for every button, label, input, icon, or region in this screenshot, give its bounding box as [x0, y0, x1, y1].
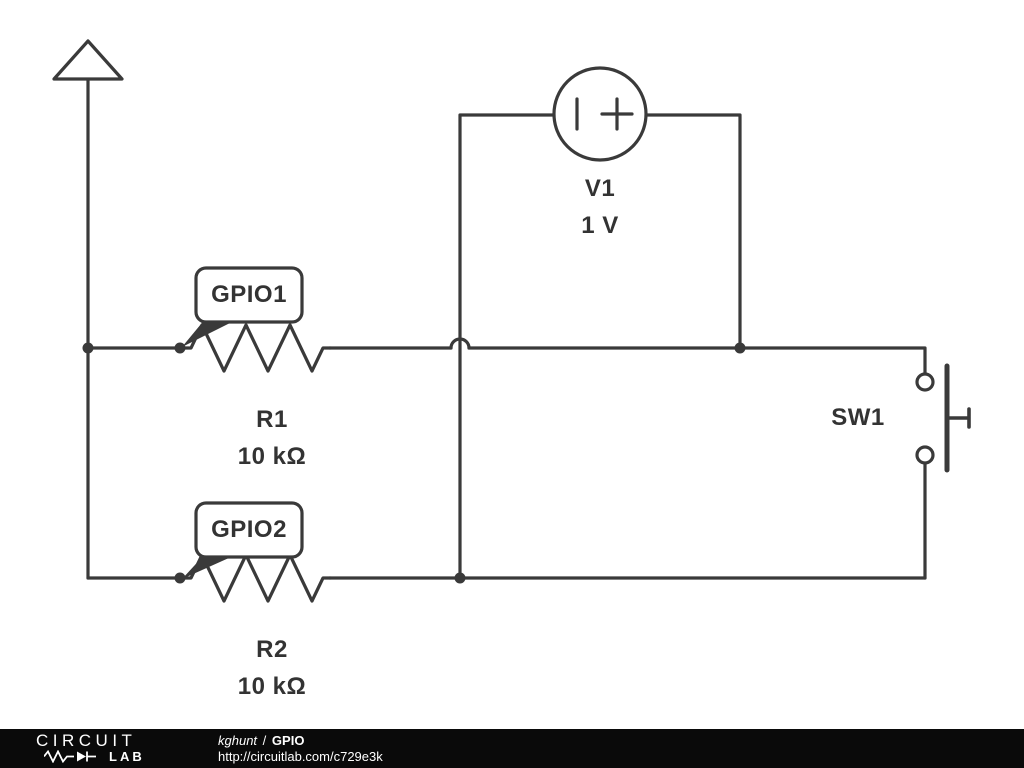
v1-value-label: 1 V	[581, 212, 619, 239]
r1-designator-label: R1	[256, 406, 288, 433]
flag-tail	[182, 553, 240, 579]
switch-sw1[interactable]	[915, 363, 971, 473]
schematic-attribution: kghunt / GPIO http://circuitlab.com/c729…	[218, 733, 383, 765]
sw1-designator-label: SW1	[831, 404, 885, 431]
schematic-drawing	[52, 39, 971, 603]
flag-gpio2[interactable]	[182, 501, 304, 579]
r2-designator-label: R2	[256, 636, 288, 663]
flag-gpio1[interactable]	[182, 266, 304, 347]
r1-value-label: 10 kΩ	[237, 443, 307, 470]
junction-dot	[174, 572, 186, 584]
switch-terminal	[915, 445, 935, 465]
flag-gpio2-label: GPIO2	[211, 516, 287, 543]
v1-designator-label: V1	[584, 175, 616, 202]
wire-segment	[458, 113, 556, 580]
switch-terminal	[915, 372, 935, 392]
flag-gpio1-label: GPIO1	[211, 281, 287, 308]
wire-segment	[467, 346, 927, 375]
plus-terminal-mark	[600, 97, 634, 131]
up-arrow-node-icon[interactable]	[52, 39, 124, 81]
author-name: kghunt	[218, 733, 258, 748]
r2-value-label: 10 kΩ	[237, 673, 307, 700]
schematic-title: GPIO	[271, 733, 305, 748]
logo-text-circuit: CIRCUIT	[36, 731, 137, 750]
junction-dot	[454, 572, 466, 584]
junction-dot	[82, 342, 94, 354]
junction-dot	[174, 342, 186, 354]
voltage-source-v1[interactable]	[552, 66, 648, 162]
schematic-url: http://circuitlab.com/c729e3k	[218, 749, 383, 764]
circuitlab-footer-bar: CIRCUIT LAB kghunt / GPIO http://circuit…	[0, 729, 1024, 768]
switch-actuator	[945, 407, 971, 429]
flag-tail	[182, 318, 240, 347]
attribution-separator: /	[262, 733, 267, 748]
wire-segment	[644, 113, 742, 350]
circuitlab-logo: CIRCUIT LAB	[36, 732, 145, 763]
resistor-diode-waveform-icon	[44, 750, 96, 763]
logo-text-lab: LAB	[109, 749, 145, 764]
junction-dots	[82, 342, 746, 584]
net-wires	[86, 77, 927, 580]
junction-dot	[734, 342, 746, 354]
